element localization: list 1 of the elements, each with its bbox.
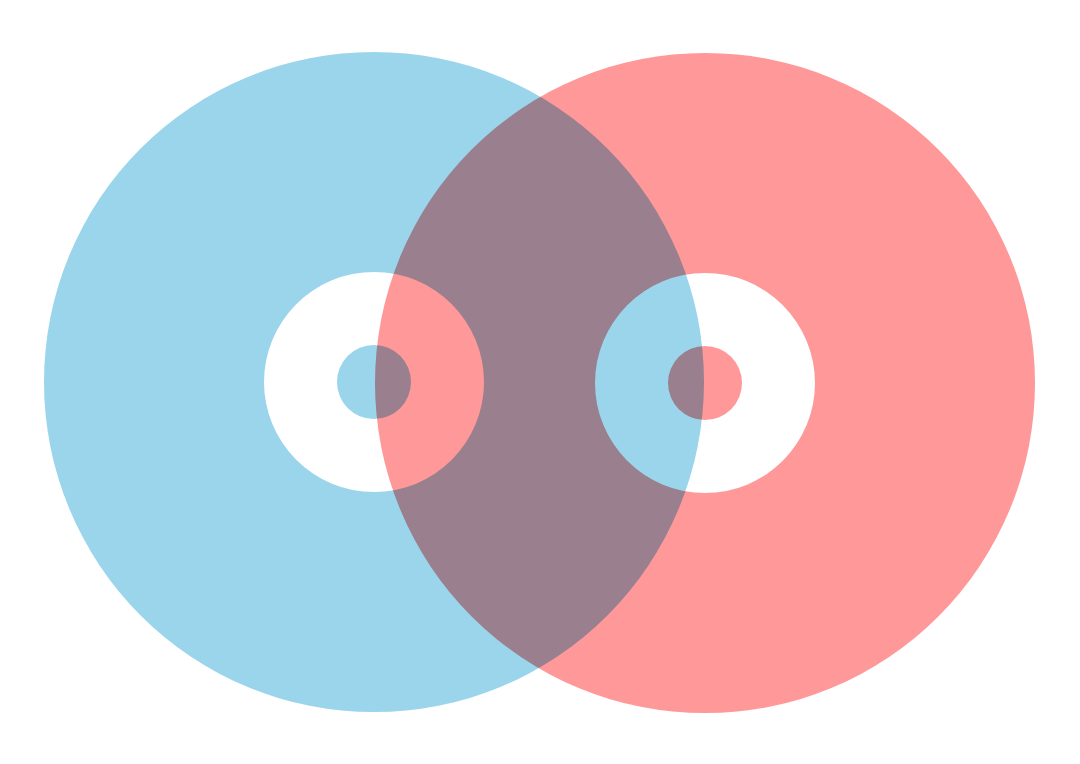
ring-drawing (375, 53, 1035, 713)
